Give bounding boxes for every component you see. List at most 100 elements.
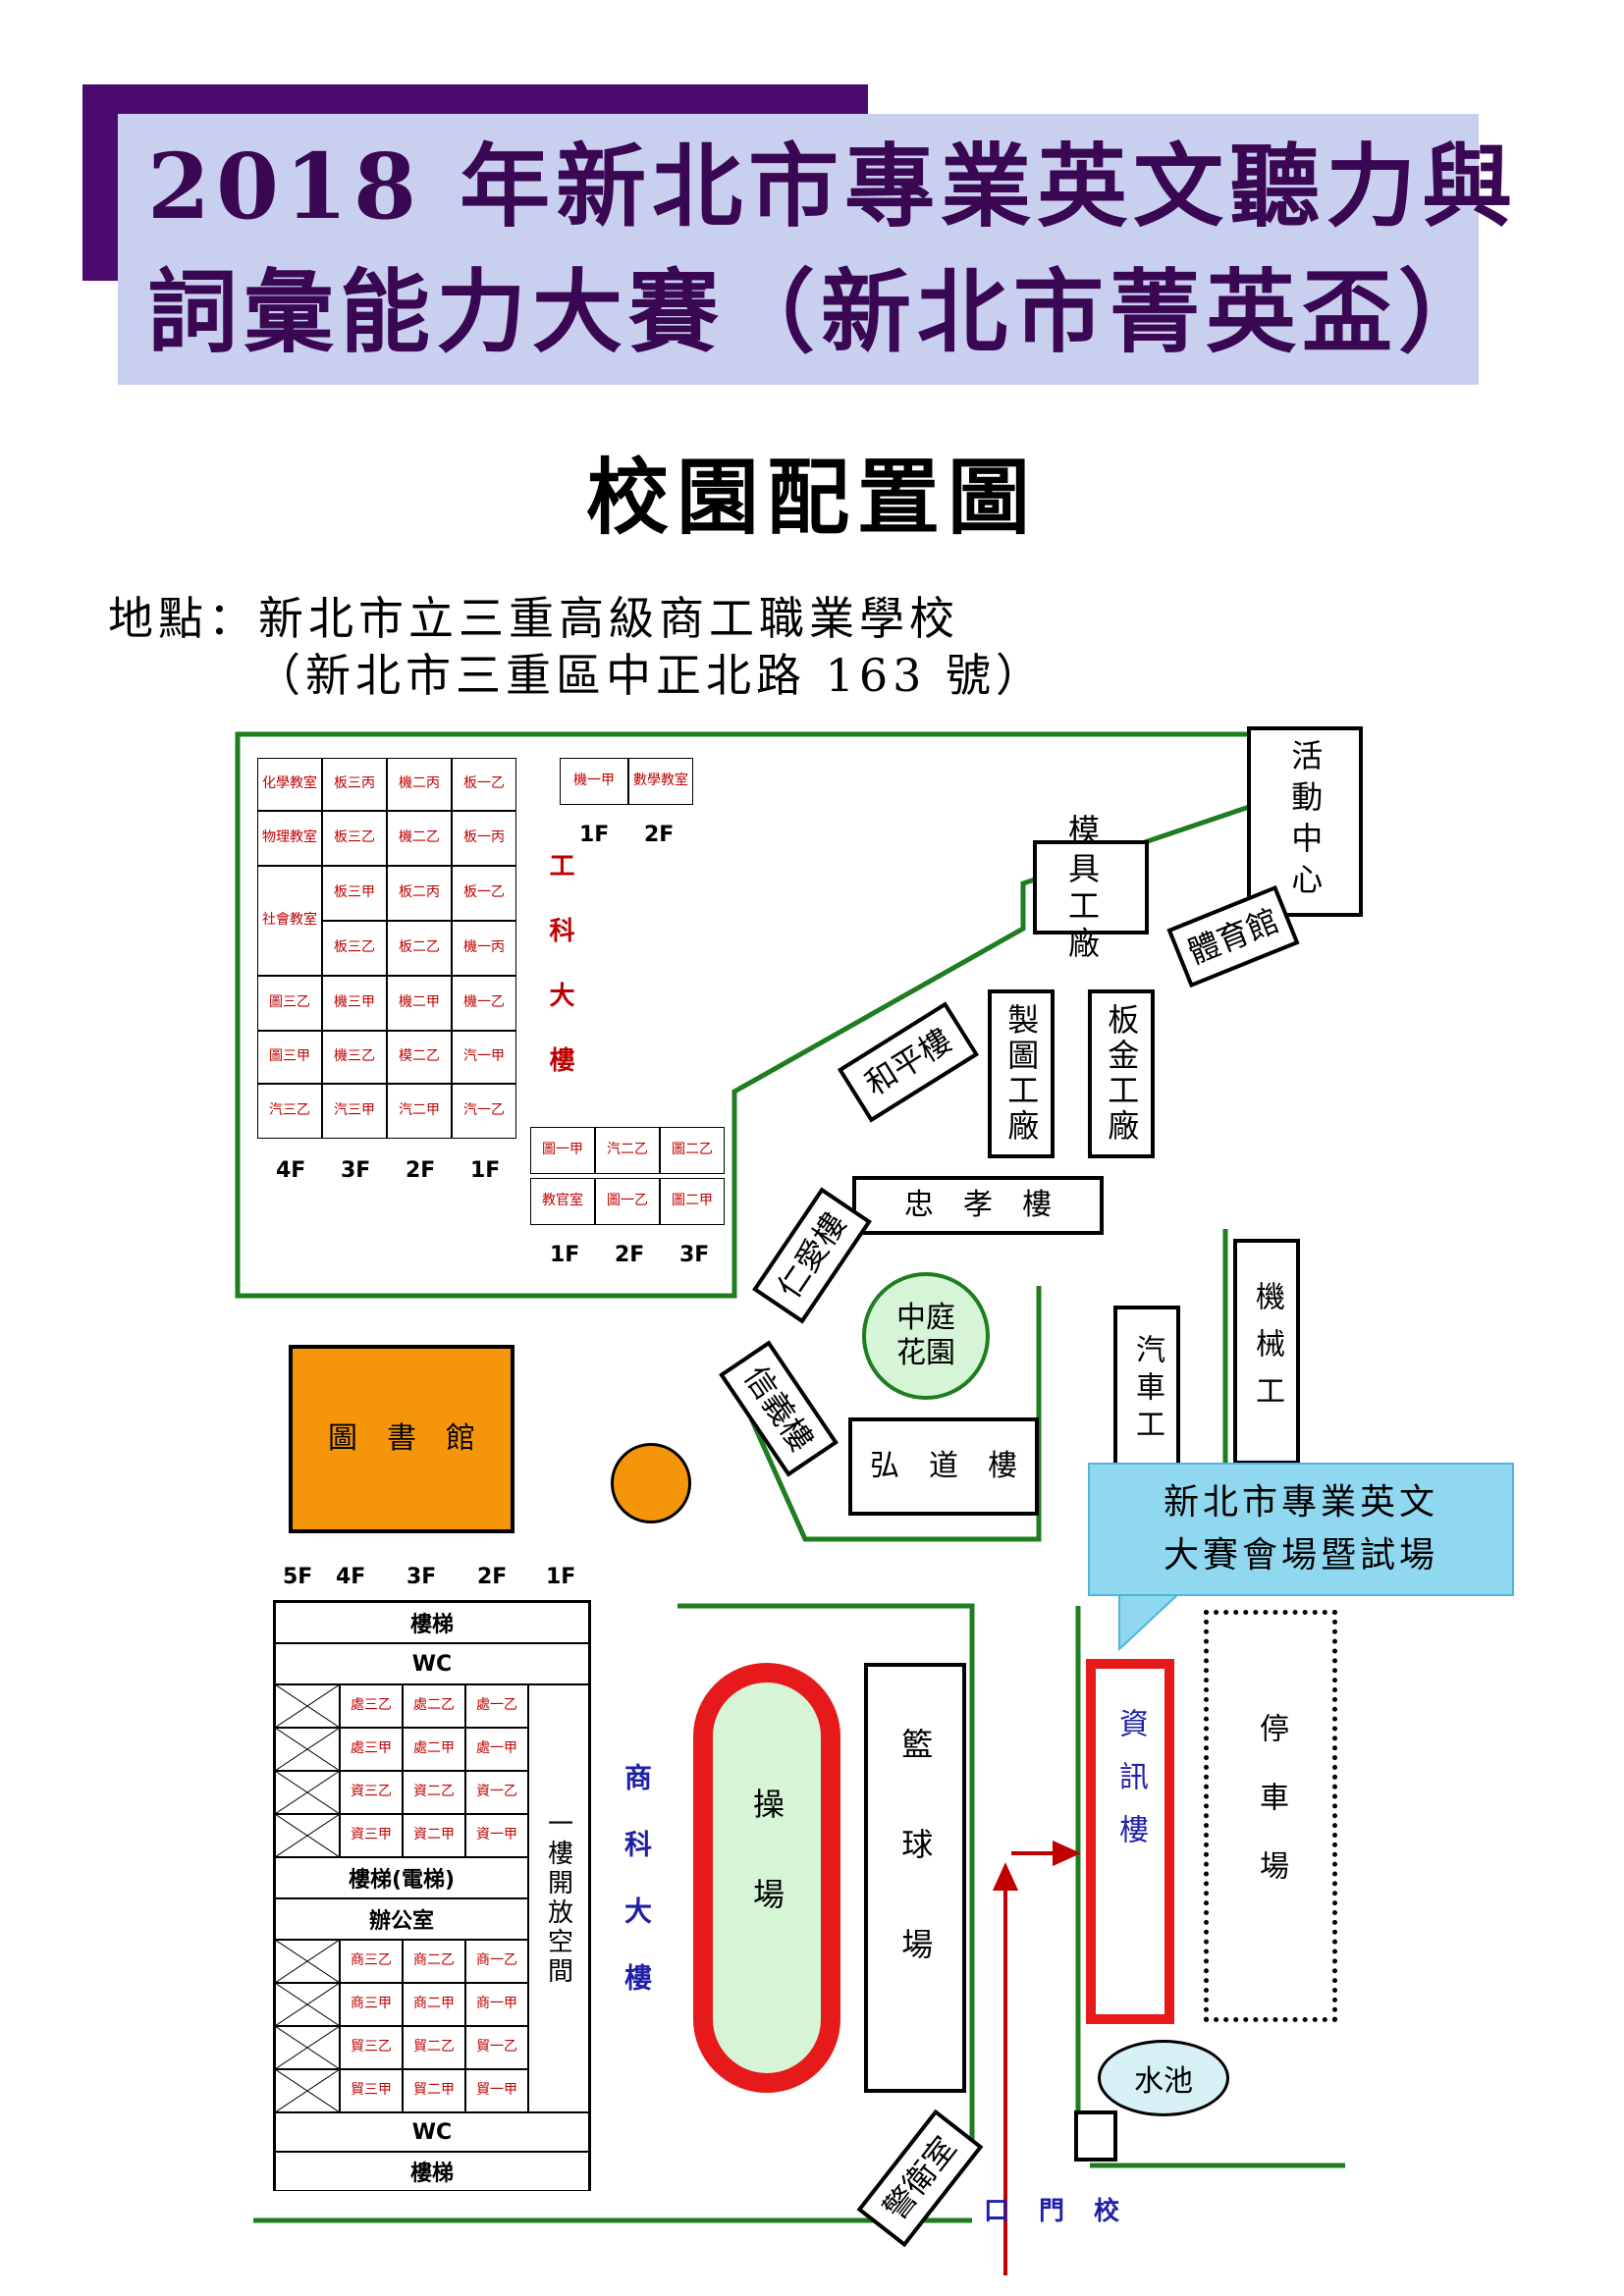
floor-label: 2F — [644, 823, 675, 847]
hongdao-building: 弘 道 樓 — [848, 1417, 1039, 1516]
parking-lot: 停車場 — [1204, 1610, 1337, 2022]
title-line-2: 詞彙能力大賽（新北市菁英盃） — [147, 259, 1495, 365]
room: 機三甲 — [322, 976, 387, 1031]
room: 板一乙 — [452, 866, 516, 921]
basketball-court: 籃球場 — [864, 1663, 966, 2093]
room: 資二乙 — [403, 1771, 465, 1814]
room: 處三甲 — [340, 1728, 403, 1771]
room: 機二甲 — [387, 976, 452, 1031]
room: 板二丙 — [387, 866, 452, 921]
room: 數學教室 — [628, 758, 693, 805]
room: 汽二乙 — [595, 1127, 660, 1174]
room: 板三乙 — [322, 921, 387, 976]
it-building: 資訊樓 — [1086, 1659, 1174, 2024]
elevator-stairs: 樓梯(電梯) — [275, 1857, 528, 1898]
room: 板一乙 — [452, 758, 516, 811]
callout-line-1: 新北市專業英文 — [1163, 1482, 1438, 1522]
floor-label: 1F — [579, 823, 610, 847]
room: 商二乙 — [403, 1940, 465, 1983]
room: 貿一乙 — [465, 2026, 528, 2069]
room: 貿三乙 — [340, 2026, 403, 2069]
room: 汽二甲 — [387, 1084, 452, 1139]
room: 汽一甲 — [452, 1031, 516, 1084]
floor-label: 3F — [406, 1565, 437, 1589]
sheet-metal-factory: 板金工廠 — [1088, 989, 1155, 1158]
room: 機一乙 — [452, 976, 516, 1031]
room: 圖三甲 — [257, 1031, 322, 1084]
playground: 操場 — [693, 1663, 840, 2093]
room: 機一丙 — [452, 921, 516, 976]
zhongxiao-building: 忠 孝 樓 — [852, 1176, 1104, 1235]
room: 圖一乙 — [595, 1178, 660, 1225]
commerce-building-label: 商科大樓 — [621, 1763, 653, 2030]
school-gate-label: 校門口 — [984, 2197, 1150, 2226]
room: 處二乙 — [403, 1684, 465, 1728]
room: 資三甲 — [340, 1814, 403, 1857]
machinery-factory: 機械工 — [1233, 1239, 1300, 1465]
room: 商一乙 — [465, 1940, 528, 1983]
commerce-building: 樓梯 WC 處三乙 處二乙 處一乙 處三甲 處二甲 處一甲 資三乙 資二乙 資一… — [273, 1600, 591, 2191]
room: 圖一甲 — [530, 1127, 595, 1174]
drawing-factory: 製圖工廠 — [988, 989, 1055, 1158]
room: 貿二乙 — [403, 2026, 465, 2069]
orange-circle-marker — [611, 1443, 691, 1523]
competition-venue-callout: 新北市專業英文 大賽會場暨試場 — [1088, 1463, 1514, 1596]
room: 貿一甲 — [465, 2069, 528, 2112]
room: 汽三甲 — [322, 1084, 387, 1139]
floor-label: 1F — [546, 1565, 576, 1589]
activity-center: 活動中心 — [1247, 726, 1363, 917]
floor-label: 3F — [341, 1158, 371, 1183]
central-garden: 中庭花園 — [862, 1272, 990, 1400]
room: 板三丙 — [322, 758, 387, 811]
parking-label: 停車場 — [1254, 1713, 1288, 1919]
room: 板三乙 — [322, 811, 387, 866]
cross-hatch — [275, 1940, 340, 2112]
room: 板二乙 — [387, 921, 452, 976]
wc-bottom: WC — [275, 2112, 589, 2152]
engineering-building-label: 工科大樓 — [545, 852, 574, 1111]
map-title: 校園配置圖 — [585, 449, 1038, 546]
floor-label: 2F — [615, 1243, 645, 1267]
floor-label: 1F — [470, 1158, 501, 1183]
floor-label: 4F — [276, 1158, 306, 1183]
room: 機二乙 — [387, 811, 452, 866]
room: 模二乙 — [387, 1031, 452, 1084]
open-space: 一樓開放空間 — [528, 1684, 589, 2112]
library: 圖 書 館 — [289, 1345, 514, 1533]
room: 機二丙 — [387, 758, 452, 811]
callout-line-2: 大賽會場暨試場 — [1163, 1535, 1438, 1575]
room: 汽三乙 — [257, 1084, 322, 1139]
gate-post — [1074, 2110, 1117, 2162]
wc-top: WC — [275, 1643, 589, 1684]
floor-label: 3F — [679, 1243, 710, 1267]
room: 機三乙 — [322, 1031, 387, 1084]
title-banner: 2018 年新北市專業英文聽力與 詞彙能力大賽（新北市菁英盃） — [118, 114, 1519, 385]
room: 社會教室 — [257, 866, 322, 976]
room: 處二甲 — [403, 1728, 465, 1771]
room: 處一甲 — [465, 1728, 528, 1771]
floor-label: 4F — [336, 1565, 366, 1589]
location-line-1: 地點：新北市立三重高級商工職業學校 — [108, 592, 959, 645]
room: 圖二甲 — [660, 1178, 725, 1225]
open-space-label: 一樓開放空間 — [543, 1810, 573, 1987]
location-line-2: （新北市三重區中正北路 163 號） — [255, 649, 1047, 702]
floor-label: 1F — [550, 1243, 580, 1267]
room: 處三乙 — [340, 1684, 403, 1728]
stairs-top: 樓梯 — [275, 1602, 589, 1643]
room: 貿三甲 — [340, 2069, 403, 2112]
room: 商三甲 — [340, 1983, 403, 2026]
title-line-1: 2018 年新北市專業英文聽力與 — [147, 133, 1519, 240]
room: 貿二甲 — [403, 2069, 465, 2112]
room: 處一乙 — [465, 1684, 528, 1728]
room: 教官室 — [530, 1178, 595, 1225]
room: 資二甲 — [403, 1814, 465, 1857]
floor-label: 5F — [283, 1565, 313, 1589]
it-building-label: 資訊樓 — [1113, 1708, 1148, 1867]
floor-label: 2F — [477, 1565, 508, 1589]
room: 圖三乙 — [257, 976, 322, 1031]
office: 辦公室 — [275, 1898, 528, 1940]
engineering-grid: 化學教室 物理教室 社會教室 圖三乙 圖三甲 汽三乙 板三丙 機二丙 板一乙 板… — [257, 758, 516, 1139]
playground-label: 操場 — [748, 1788, 785, 1968]
room: 汽一乙 — [452, 1084, 516, 1139]
floor-label: 2F — [406, 1158, 436, 1183]
